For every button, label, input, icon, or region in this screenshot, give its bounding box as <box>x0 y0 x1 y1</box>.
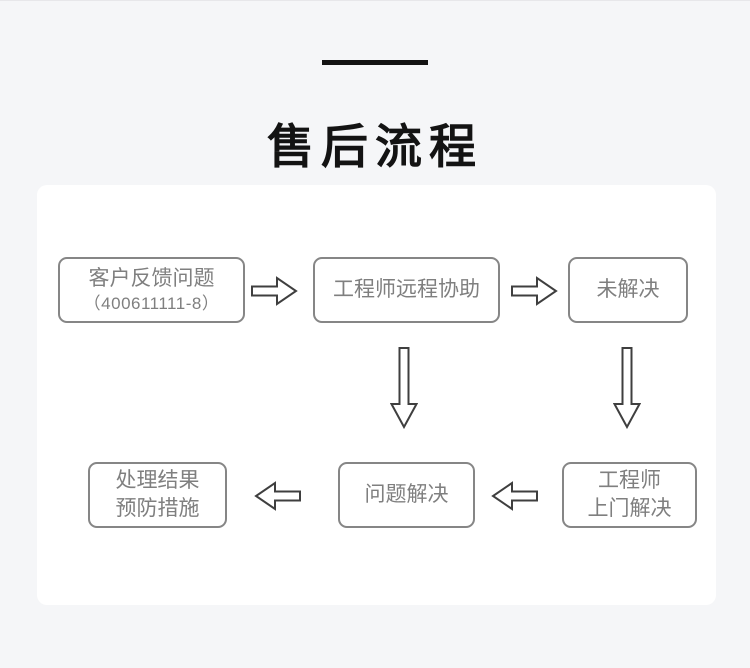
page-title: 售后流程 <box>267 120 483 174</box>
node-label: 工程师 <box>598 469 661 493</box>
title-accent-bar <box>322 60 428 65</box>
node-label: 问题解决 <box>364 483 449 507</box>
arrow-left-icon <box>491 481 538 511</box>
top-divider <box>0 0 750 1</box>
node-label: 上门解决 <box>587 497 672 520</box>
node-unresolved: 未解决 <box>568 257 688 323</box>
arrow-down-icon <box>390 347 418 429</box>
arrow-right-icon <box>251 276 298 306</box>
node-label: 预防措施 <box>115 497 200 520</box>
node-label: 工程师远程协助 <box>333 278 480 302</box>
node-problem-solved: 问题解决 <box>338 462 475 528</box>
node-result-prevention: 处理结果 预防措施 <box>88 462 227 528</box>
arrow-right-icon <box>511 276 558 306</box>
arrow-left-icon <box>254 481 301 511</box>
node-remote-assist: 工程师远程协助 <box>313 257 500 323</box>
node-label: 处理结果 <box>115 469 200 493</box>
flowchart-panel: 客户反馈问题 （400611111-8） 工程师远程协助 未解决 <box>37 185 716 605</box>
node-label: 未解决 <box>596 278 660 302</box>
arrow-down-icon <box>613 347 641 429</box>
node-label: 客户反馈问题 <box>88 266 215 290</box>
node-onsite-resolution: 工程师 上门解决 <box>562 462 697 528</box>
node-phone-number: （400611111-8） <box>83 293 220 313</box>
node-customer-feedback: 客户反馈问题 （400611111-8） <box>58 257 245 323</box>
